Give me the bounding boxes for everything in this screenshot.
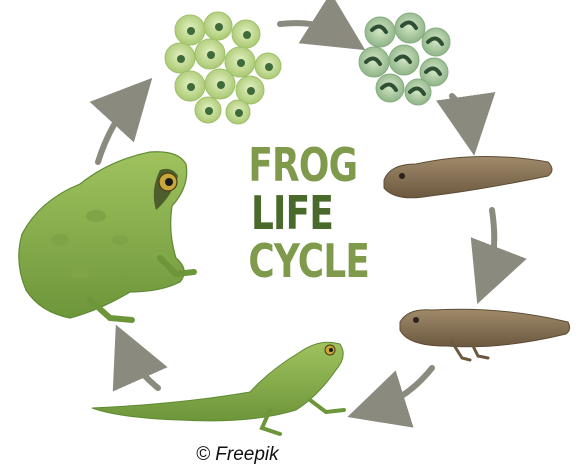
arrow-froglet-to-adult [128,352,158,388]
title-line-life: LIFE [248,190,335,236]
adult-frog-icon [19,152,194,320]
tadpole-with-legs-icon [400,309,570,360]
arrow-legged-tadpole-to-froglet [376,368,432,408]
image-credit: © Freepik [196,444,279,466]
title-line-cycle: CYCLE [248,238,335,284]
arrow-adult-to-eggs [98,100,132,162]
arrow-eggs-to-embryos [280,23,340,34]
title-line-frog: FROG [248,142,335,188]
arrow-tadpole-to-legged-tadpole [488,210,494,276]
tadpole-icon [384,156,552,197]
egg-cluster-icon [165,12,281,124]
arrow-embryos-to-tadpole [452,96,470,126]
embryo-eggs-icon [359,13,450,105]
